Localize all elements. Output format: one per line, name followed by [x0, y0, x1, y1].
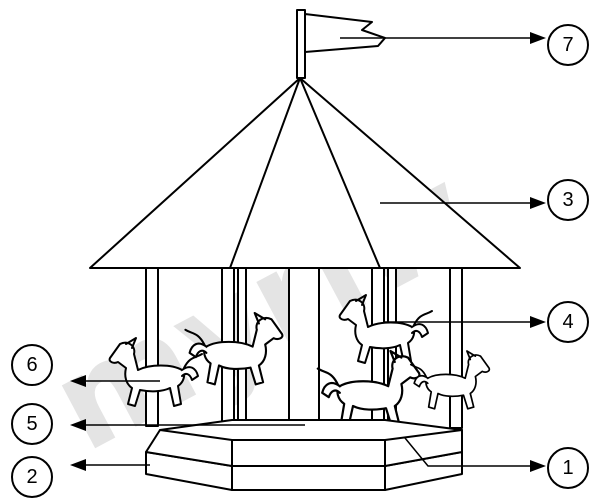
label-4: 4 [548, 302, 588, 342]
label-2-text: 2 [26, 466, 37, 488]
label-3-text: 3 [562, 189, 573, 211]
label-3: 3 [548, 180, 588, 220]
label-1-text: 1 [562, 457, 573, 479]
platform [146, 420, 462, 490]
label-6-text: 6 [26, 354, 37, 376]
label-2: 2 [12, 457, 52, 497]
label-6: 6 [12, 345, 52, 385]
roof [90, 78, 520, 268]
label-7: 7 [548, 25, 588, 65]
label-7-text: 7 [562, 34, 573, 56]
label-5: 5 [12, 404, 52, 444]
label-1: 1 [548, 448, 588, 488]
label-4-text: 4 [562, 311, 573, 333]
horse-front-center [318, 351, 420, 426]
flag [297, 10, 385, 78]
label-5-text: 5 [26, 413, 37, 435]
